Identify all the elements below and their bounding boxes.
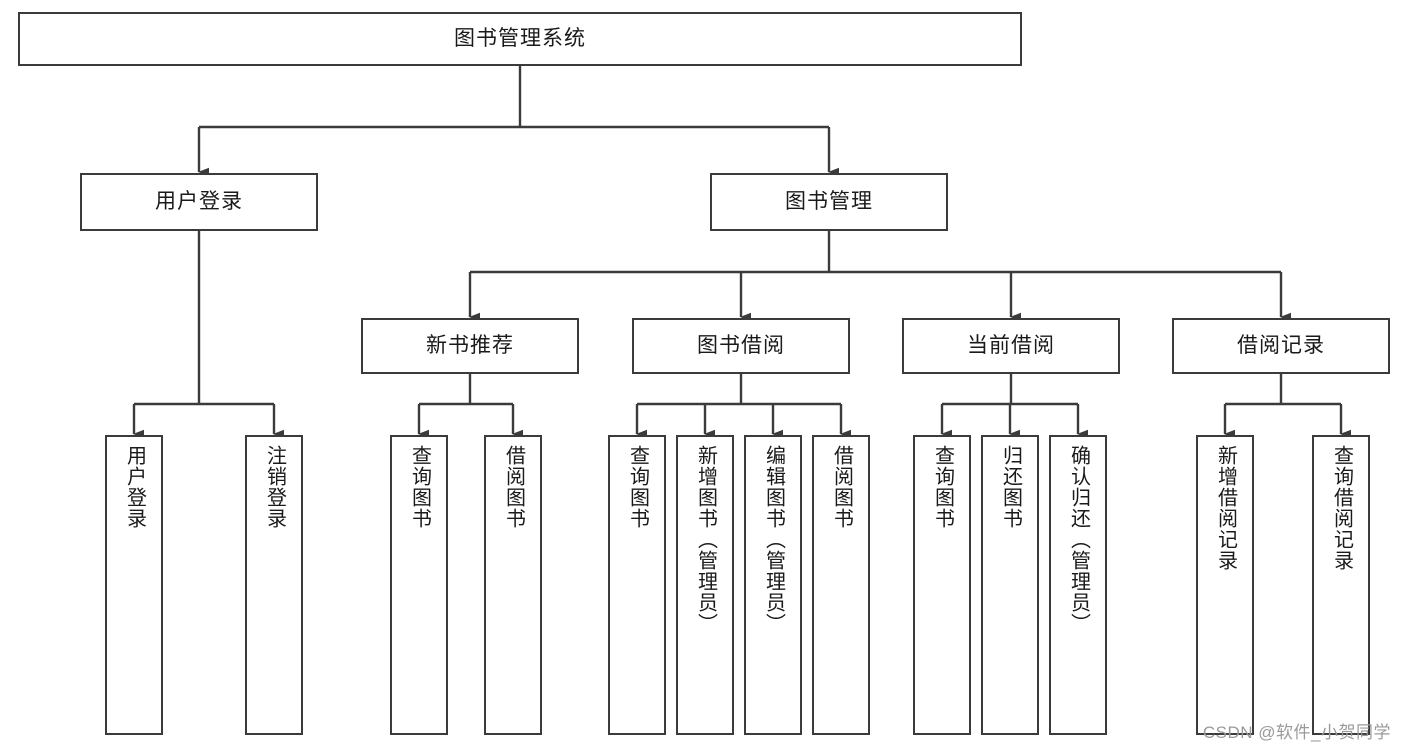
node-borrow-record[interactable]: 借阅记录 [1172, 318, 1390, 374]
node-label: 确认归还（管理员） [1067, 445, 1090, 634]
node-user-login[interactable]: 用户登录 [80, 173, 318, 231]
node-label: 图书管理系统 [454, 27, 586, 51]
node-label: 查询图书 [408, 445, 431, 529]
node-leaf-return-book[interactable]: 归还图书 [981, 435, 1039, 735]
node-label: 编辑图书（管理员） [762, 445, 785, 634]
node-leaf-add-record[interactable]: 新增借阅记录 [1196, 435, 1254, 735]
node-leaf-query-book-3[interactable]: 查询图书 [913, 435, 971, 735]
node-new-book-rec[interactable]: 新书推荐 [361, 318, 579, 374]
node-book-manage[interactable]: 图书管理 [710, 173, 948, 231]
node-leaf-query-book-1[interactable]: 查询图书 [390, 435, 448, 735]
node-leaf-user-logout[interactable]: 注销登录 [245, 435, 303, 735]
node-leaf-borrow-book-1[interactable]: 借阅图书 [484, 435, 542, 735]
node-book-borrow[interactable]: 图书借阅 [632, 318, 850, 374]
node-label: 注销登录 [263, 445, 286, 529]
node-label: 图书借阅 [697, 334, 785, 358]
node-label: 借阅图书 [830, 445, 853, 529]
node-leaf-query-book-2[interactable]: 查询图书 [608, 435, 666, 735]
node-label: 借阅图书 [502, 445, 525, 529]
node-label: 用户登录 [155, 190, 243, 214]
node-label: 借阅记录 [1237, 334, 1325, 358]
node-label: 查询图书 [931, 445, 954, 529]
node-label: 当前借阅 [967, 334, 1055, 358]
node-label: 归还图书 [999, 445, 1022, 529]
node-leaf-add-book[interactable]: 新增图书（管理员） [676, 435, 734, 735]
node-label: 新增图书（管理员） [694, 445, 717, 634]
node-root[interactable]: 图书管理系统 [18, 12, 1022, 66]
node-label: 新增借阅记录 [1214, 445, 1237, 571]
node-leaf-user-login[interactable]: 用户登录 [105, 435, 163, 735]
node-leaf-confirm-return[interactable]: 确认归还（管理员） [1049, 435, 1107, 735]
node-label: 图书管理 [785, 190, 873, 214]
node-leaf-query-record[interactable]: 查询借阅记录 [1312, 435, 1370, 735]
node-leaf-edit-book[interactable]: 编辑图书（管理员） [744, 435, 802, 735]
node-current-borrow[interactable]: 当前借阅 [902, 318, 1120, 374]
node-leaf-borrow-book-2[interactable]: 借阅图书 [812, 435, 870, 735]
node-label: 用户登录 [123, 445, 146, 529]
node-label: 新书推荐 [426, 334, 514, 358]
node-label: 查询图书 [626, 445, 649, 529]
node-label: 查询借阅记录 [1330, 445, 1353, 571]
